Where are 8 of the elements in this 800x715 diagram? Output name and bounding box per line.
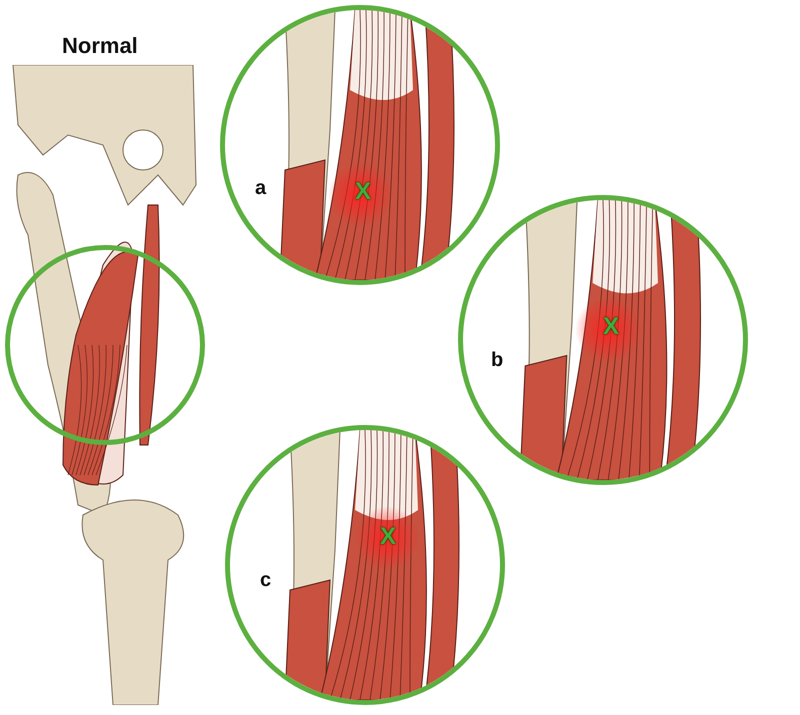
panel-letter: a (255, 178, 266, 198)
injury-mark: X (355, 180, 372, 204)
injury-mark: X (380, 525, 396, 549)
injury-mark: X (603, 315, 620, 339)
panel-letter: b (491, 350, 504, 370)
panel-letter: c (260, 570, 272, 590)
magnifier-circle (5, 245, 205, 445)
drawing-title: Normal (62, 34, 138, 58)
